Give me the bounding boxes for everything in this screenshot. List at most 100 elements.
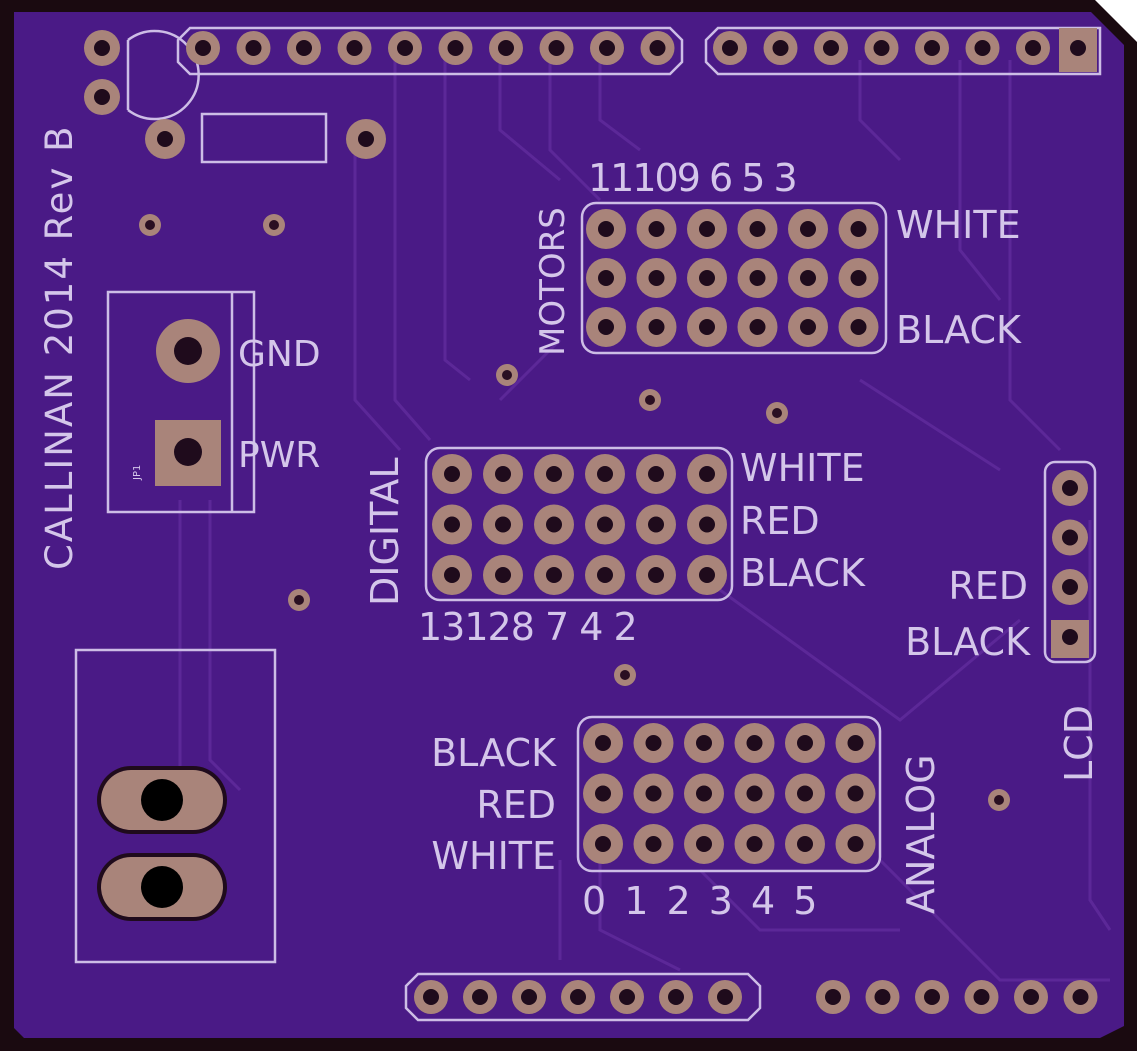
via: [139, 214, 161, 236]
header-pin: [965, 31, 1000, 65]
motor-pin: [788, 258, 828, 298]
motors-row-label-white: WHITE: [896, 203, 1021, 247]
digital-pin: [636, 454, 676, 494]
header-pin: [864, 31, 899, 65]
header-pin-1: [1070, 40, 1086, 56]
via: [988, 789, 1010, 811]
header-pin: [640, 31, 675, 65]
header-pin: [388, 31, 422, 65]
resistor-outline: [200, 112, 328, 164]
motors-section-label: MOTORS: [533, 207, 573, 356]
header-pin: [610, 980, 644, 1014]
led-pad: [84, 79, 120, 115]
motor-pin: [586, 209, 626, 249]
motors-pin-numbers: 11109 6 5 3: [588, 156, 796, 200]
via: [496, 364, 518, 386]
header-pin: [539, 31, 574, 65]
header-bottom-left: [404, 972, 762, 1022]
lcd-row-label-red: RED: [948, 564, 1028, 608]
via: [614, 664, 636, 686]
analog-pin: [785, 824, 825, 864]
digital-pin: [534, 504, 574, 545]
analog-pin: [785, 773, 825, 814]
analog-block-outline: [576, 715, 882, 873]
digital-pin-numbers: 13128 7 4 2: [418, 605, 637, 649]
analog-pin-numbers: 0 1 2 3 4 5: [582, 879, 820, 923]
digital-pin: [687, 504, 727, 545]
header-pin: [414, 980, 448, 1014]
digital-pin: [432, 454, 472, 494]
analog-section-label: ANALOG: [899, 754, 943, 914]
digital-pin: [636, 555, 676, 595]
header-pin: [590, 31, 624, 65]
digital-pin: [636, 504, 676, 545]
motor-pin: [586, 307, 626, 347]
via: [639, 389, 661, 411]
lcd-pin: [1052, 569, 1088, 605]
header-top-right: [704, 26, 1102, 76]
led-pad: [84, 30, 120, 66]
header-pin: [489, 31, 523, 65]
motor-pin: [687, 307, 727, 347]
header-pin: [337, 31, 372, 65]
digital-row-label-red: RED: [740, 499, 820, 543]
digital-pin: [585, 504, 625, 545]
header-pin: [1016, 31, 1050, 65]
header-pin: [463, 980, 497, 1014]
header-pin: [814, 31, 848, 65]
digital-section-label: DIGITAL: [363, 457, 407, 606]
pwr-pad: [174, 438, 202, 466]
jp1-label: JP1: [132, 465, 143, 481]
analog-pin: [835, 824, 876, 864]
analog-pin: [684, 824, 724, 864]
motor-pin: [838, 307, 879, 347]
header-pin: [659, 980, 693, 1014]
via: [263, 214, 285, 236]
analog-row-label-white: WHITE: [431, 834, 556, 878]
digital-pin: [483, 454, 523, 494]
analog-pin: [684, 723, 724, 763]
analog-pin: [734, 824, 775, 864]
led-outline: [126, 29, 200, 121]
resistor-pad: [346, 119, 386, 159]
dc-jack-outline: [74, 648, 277, 964]
header-pin: [708, 980, 742, 1014]
motor-pin: [737, 209, 778, 249]
board-title: CALLINAN 2014 Rev B: [38, 125, 81, 571]
motor-pin: [838, 209, 879, 249]
motor-pin: [737, 307, 778, 347]
analog-pin: [633, 824, 674, 864]
analog-row-label-red: RED: [476, 783, 556, 827]
motor-pin: [687, 258, 727, 298]
motor-pin: [687, 209, 727, 249]
analog-pin: [583, 723, 623, 763]
digital-pin: [483, 504, 523, 545]
digital-pin: [534, 555, 574, 595]
motors-block-outline: [580, 201, 888, 355]
motor-pin: [838, 258, 879, 298]
via: [288, 589, 310, 611]
digital-pin: [687, 555, 727, 595]
analog-pin: [633, 773, 674, 814]
analog-pin: [734, 773, 775, 814]
analog-pin: [785, 723, 825, 763]
header-pin: [915, 980, 949, 1014]
analog-pin: [684, 773, 724, 814]
traces: [178, 60, 1112, 982]
digital-pin: [432, 555, 472, 595]
digital-row-label-white: WHITE: [740, 446, 865, 490]
header-pin: [512, 980, 546, 1014]
motor-pin: [636, 209, 677, 249]
header-pin: [287, 31, 321, 65]
digital-pin: [483, 555, 523, 595]
motor-pin: [788, 209, 828, 249]
header-pin: [186, 31, 220, 65]
header-pin: [816, 980, 850, 1014]
resistor-pad: [145, 119, 185, 159]
copper-pads: [84, 30, 1098, 1014]
digital-row-label-black: BLACK: [740, 551, 866, 595]
digital-pin: [585, 555, 625, 595]
lcd-row-label-black: BLACK: [905, 620, 1031, 664]
motor-pin: [737, 258, 778, 298]
